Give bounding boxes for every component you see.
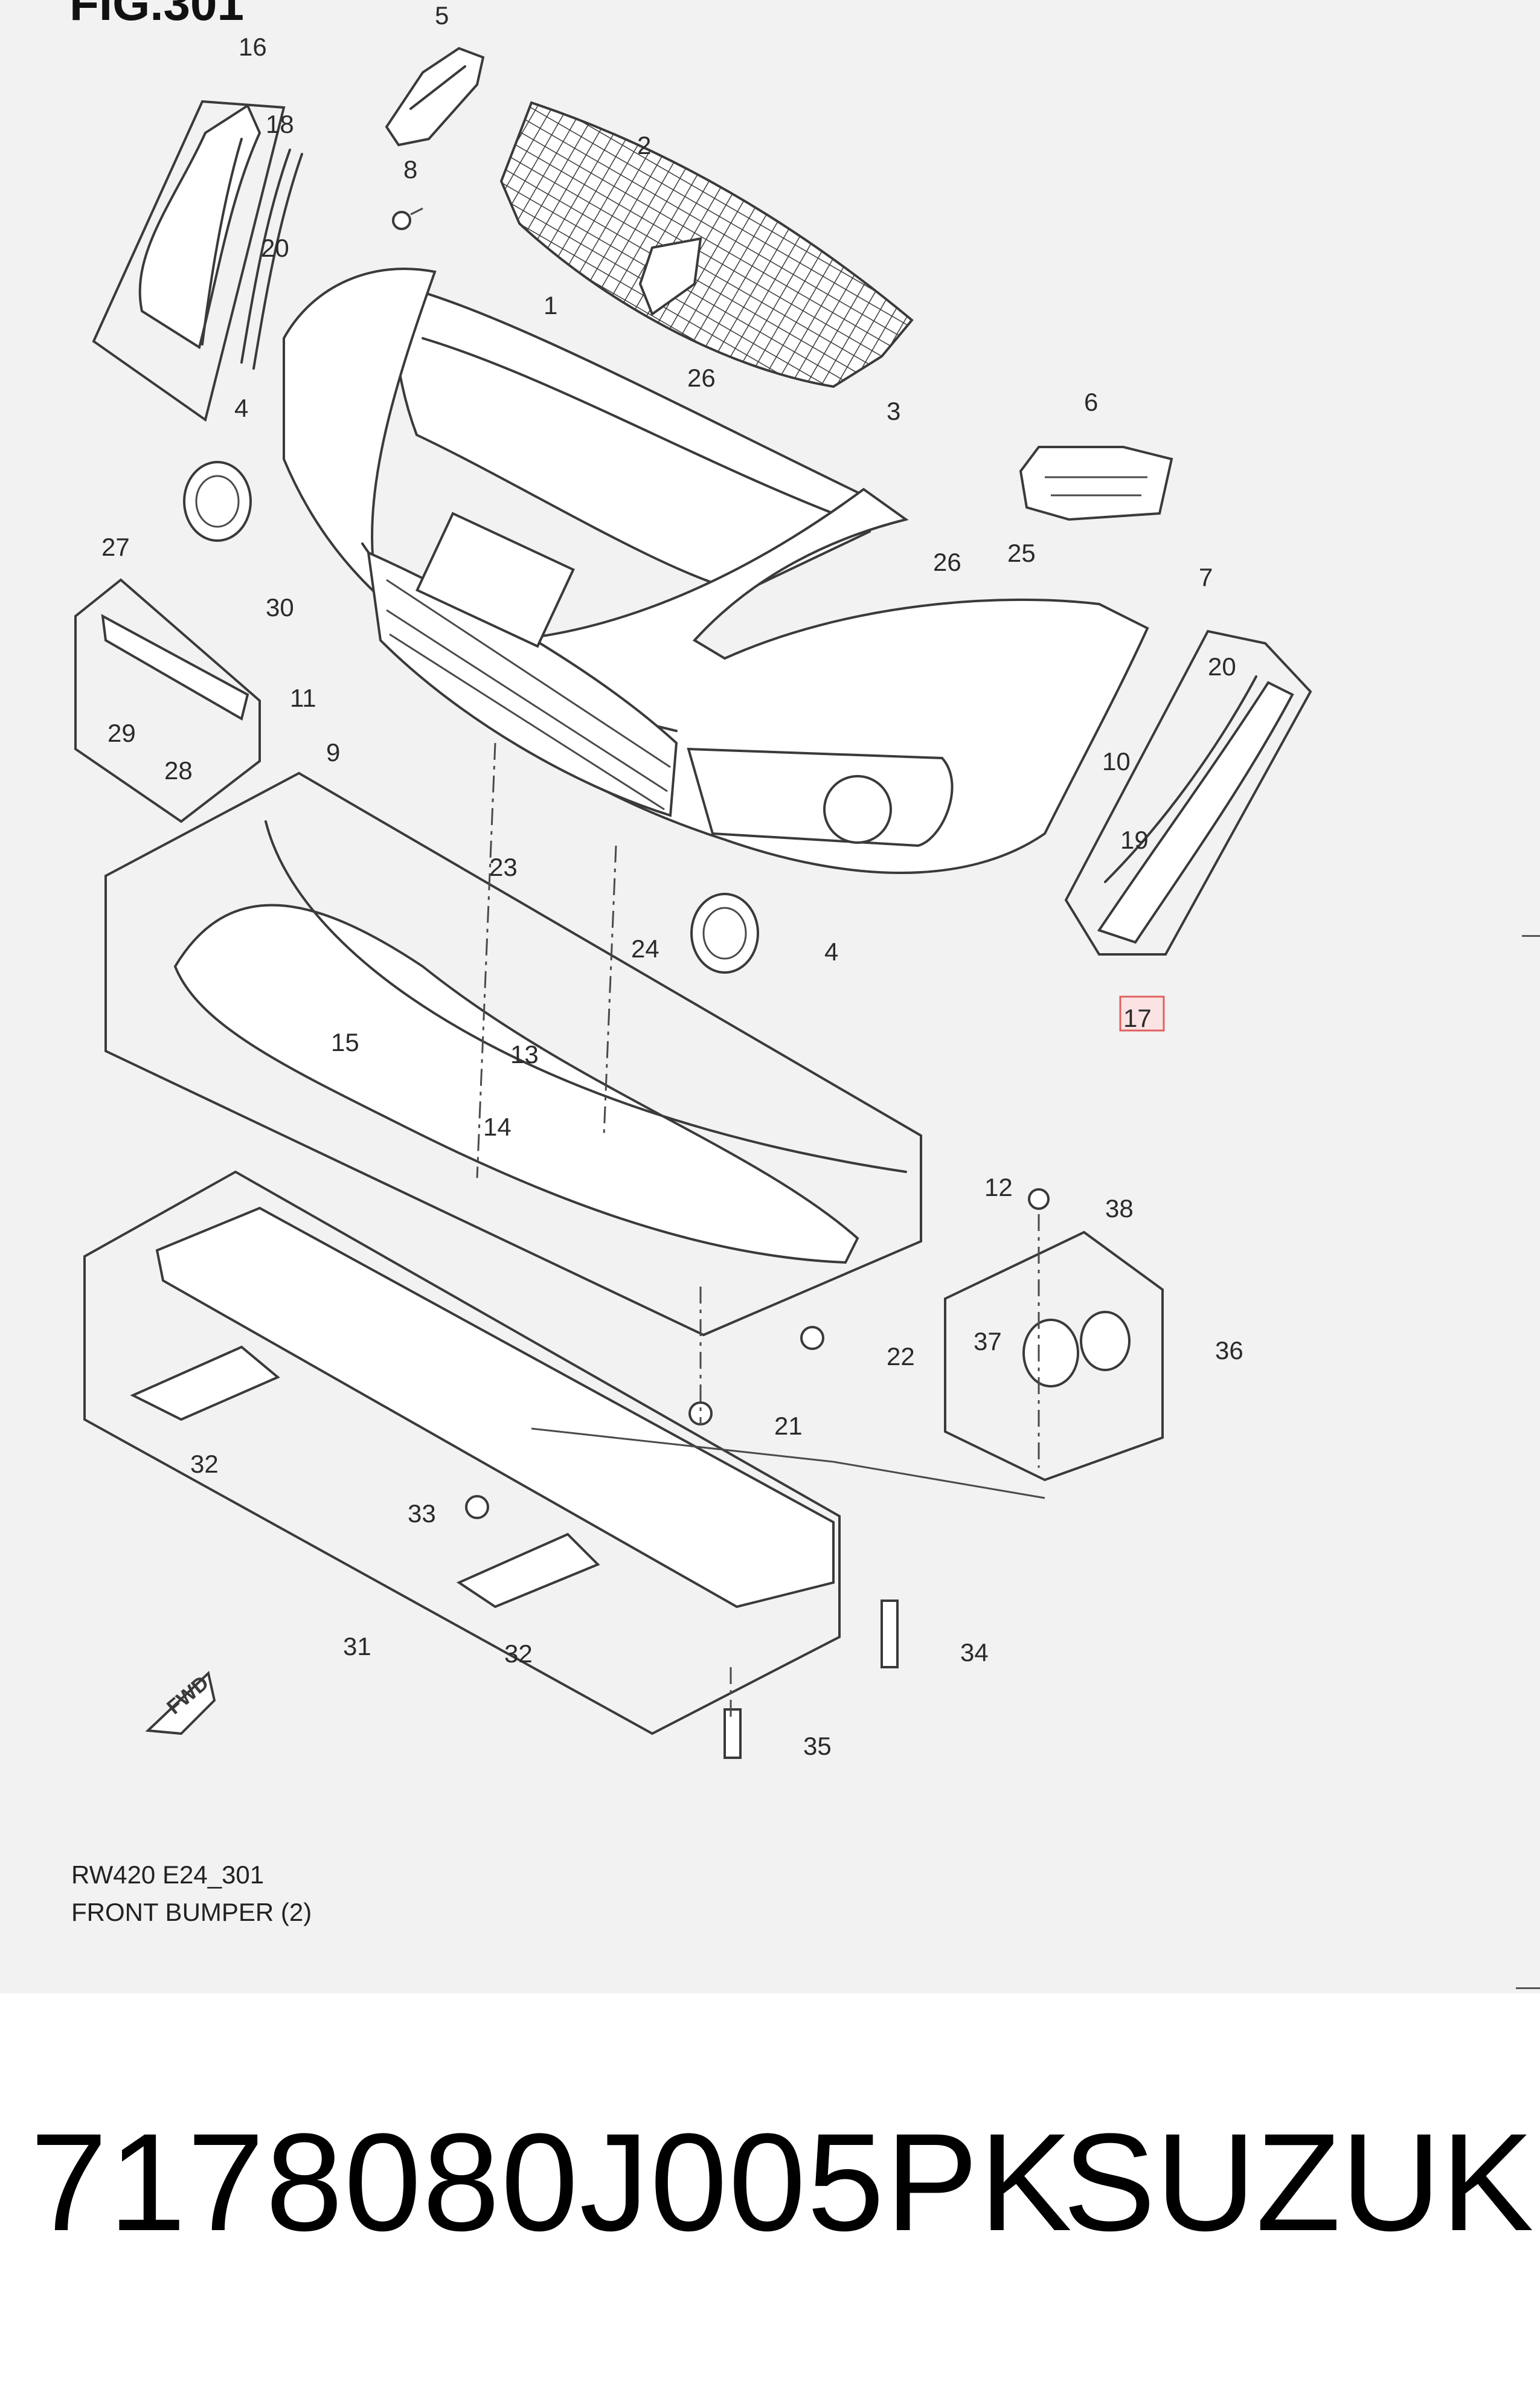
callout-13: 13 [510,1040,539,1069]
part-8-screw [392,207,423,230]
edge-tick-mark [1522,935,1540,937]
front-bumper-fascia [283,267,1149,874]
fwd-direction-arrow: FWD [145,1671,216,1735]
callout-2: 2 [637,131,651,159]
diagram-code: RW420 E24_301 [71,1860,265,1889]
diagram-name: FRONT BUMPER (2) [71,1898,312,1926]
callout-27: 27 [101,533,130,561]
callout-32a: 32 [190,1450,219,1478]
part-2-mesh-grille [499,101,914,388]
callout-3: 3 [887,397,900,425]
fasteners-lower [465,1188,1050,1759]
part-6-right-bracket [1019,446,1173,521]
callout-12: 12 [984,1173,1013,1201]
figure-title: FIG.301 [69,0,245,30]
callout-1: 1 [544,291,557,320]
callout-18: 18 [266,110,294,138]
exploded-parts-diagram: FWD 16 5 18 2 8 20 1 4 26 3 6 27 26 7 25… [74,1,1312,1760]
part-4-fog-bezel-left [183,461,252,542]
callout-4a: 4 [234,394,248,422]
part-36-horn-group [944,1230,1164,1482]
callout-8: 8 [403,155,417,184]
callout-labels: 16 5 18 2 8 20 1 4 26 3 6 27 26 7 25 30 … [101,1,1243,1760]
callout-36: 36 [1215,1336,1243,1365]
part-31-lower-member-group [83,1170,841,1735]
callout-20b: 20 [1208,652,1236,681]
callout-34: 34 [960,1638,989,1667]
callout-7: 7 [1199,563,1213,591]
callout-26a: 26 [687,364,716,392]
callout-25: 25 [1007,539,1036,567]
part-4-fog-bezel-right [690,893,759,974]
brand-name: SUZUKI [1063,2104,1540,2260]
part-16-side-bracket-group [92,100,303,422]
diagram-area: FWD 16 5 18 2 8 20 1 4 26 3 6 27 26 7 25… [0,0,1540,1993]
part-number: 7178080J005PK [30,2104,1073,2260]
callout-31: 31 [343,1632,371,1661]
callout-29: 29 [107,719,136,747]
part-1-upper-frame [391,282,871,594]
callout-4b: 4 [824,937,838,966]
callout-32b: 32 [504,1639,533,1668]
callout-17: 17 [1123,1004,1152,1032]
callout-37: 37 [974,1327,1002,1355]
callout-23: 23 [489,853,518,881]
callout-16: 16 [239,33,267,61]
callout-17-highlight [1119,995,1165,1032]
callout-9: 9 [326,738,340,767]
callout-5: 5 [435,1,449,30]
callout-24: 24 [631,934,659,963]
callout-19: 19 [1120,826,1149,854]
callout-21: 21 [774,1412,803,1440]
leader-lines [476,742,1045,1722]
callout-30: 30 [266,593,294,622]
callout-35: 35 [803,1732,832,1760]
part-17-side-bracket-group [1064,629,1312,956]
callout-20a: 20 [261,234,289,262]
callout-33: 33 [408,1499,436,1528]
callout-38: 38 [1105,1194,1134,1223]
edge-tick-mark-bottom [1516,1987,1540,1989]
callout-11: 11 [290,684,316,712]
callout-26b: 26 [933,548,961,576]
callout-14: 14 [483,1113,512,1141]
callout-22: 22 [887,1342,915,1371]
part-27-license-bracket-group [74,578,261,823]
callout-10: 10 [1102,747,1131,776]
part-5-upper-bracket [385,47,485,147]
callout-28: 28 [164,756,193,785]
part-12-absorber-group [104,771,922,1337]
callout-15: 15 [331,1028,359,1056]
callout-6: 6 [1084,388,1098,416]
